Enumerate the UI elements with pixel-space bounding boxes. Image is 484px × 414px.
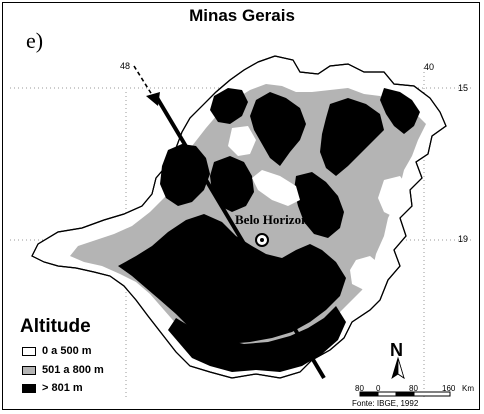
longitude-west-label: 48 xyxy=(120,61,131,71)
scale-label-0: 80 xyxy=(355,384,364,393)
altitude-high-area-west xyxy=(160,144,210,206)
legend-label-high: > 801 m xyxy=(42,382,83,394)
scale-bar xyxy=(359,391,451,397)
transect-arrowhead-icon xyxy=(146,92,160,106)
altitude-low-valley-northwest xyxy=(228,126,256,156)
latitude-north-label: 15 xyxy=(458,83,469,93)
legend-swatch-low xyxy=(22,346,36,356)
city-label: Belo Horizonte xyxy=(235,212,319,227)
map-title: Minas Gerais xyxy=(189,6,295,25)
legend-swatch-high xyxy=(22,383,36,393)
scale-label-1: 0 xyxy=(376,384,381,393)
legend-label-mid: 501 a 800 m xyxy=(42,364,104,376)
north-label: N xyxy=(390,340,403,360)
source-note: Fonte: IBGE, 1992 xyxy=(352,399,419,408)
altitude-high-area-east-central xyxy=(294,172,344,238)
legend-title: Altitude xyxy=(20,316,91,337)
altitude-low-valley-east xyxy=(378,176,410,218)
altitude-low-valley-southeast xyxy=(350,256,382,290)
altitude-high-area-east xyxy=(320,98,384,176)
scale-label-3: 160 xyxy=(442,384,456,393)
legend-item-mid: 501 a 800 m xyxy=(22,363,104,377)
altitude-high-area xyxy=(118,214,346,344)
panel-letter: e) xyxy=(26,28,44,53)
scale-unit: Km xyxy=(462,384,474,393)
legend-item-low: 0 a 500 m xyxy=(22,344,92,358)
altitude-high-area-northwest xyxy=(210,88,248,124)
latitude-south-label: 19 xyxy=(458,234,469,244)
altitude-high-area-north xyxy=(250,92,306,166)
transect-line xyxy=(154,94,326,380)
transect-dashed-line xyxy=(133,65,155,99)
altitude-high-area-northeast xyxy=(380,88,420,134)
city-marker-dot-icon xyxy=(260,238,264,242)
legend-label-low: 0 a 500 m xyxy=(42,345,92,357)
altitude-low-valley-north xyxy=(252,170,300,206)
altitude-high-area-south xyxy=(168,306,346,372)
legend-item-high: > 801 m xyxy=(22,381,83,395)
state-border xyxy=(31,55,447,379)
altitude-high-area-central xyxy=(210,156,254,212)
longitude-east-label: 40 xyxy=(424,62,435,72)
scale-label-2: 80 xyxy=(409,384,418,393)
legend-swatch-mid xyxy=(22,365,36,375)
